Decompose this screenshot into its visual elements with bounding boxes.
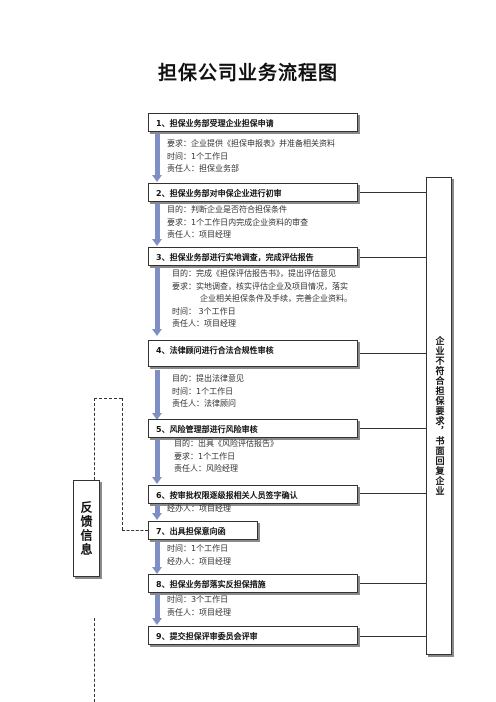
feedback-text: 反馈信息 [79, 500, 93, 557]
feedback-loop-line [122, 398, 123, 530]
connector-step2-right [360, 192, 426, 193]
flow-arrow-8 [152, 595, 162, 625]
step-5-box: 5、风险管理部进行风险审核 [148, 419, 358, 438]
step-5-detail: 要求：1个工作日 [174, 451, 236, 461]
flow-arrow-2 [152, 204, 162, 246]
step-3-detail: 时间： 3个工作日 [172, 306, 236, 316]
connector-step3-right [360, 257, 426, 258]
page-title: 担保公司业务流程图 [157, 62, 338, 84]
step-2-box: 2、担保业务部对申保企业进行初审 [148, 183, 358, 202]
rejection-text: 企业不符合担保要求，书面回复企业 [433, 336, 444, 496]
step-6-detail: 经办人：项目经理 [167, 504, 231, 513]
feedback-top-drop [94, 398, 95, 480]
step-7-detail: 经办人：项目经理 [167, 556, 231, 566]
flow-arrow-7 [152, 542, 162, 574]
step-1-details: 要求：企业提供《担保申报表》并准备相关资料 时间：1个工作日 责任人：担保业务部 [167, 138, 335, 176]
step-9-box: 9、提交担保评审委员会评审 [148, 626, 358, 645]
step-1-detail: 时间：1个工作日 [167, 151, 229, 161]
step-7-box: 7、出具担保意向函 [148, 521, 258, 540]
step-1-box: 1、担保业务部受理企业担保申请 [148, 113, 358, 132]
step-2-detail: 要求：1个工作日内完成企业资料的审查 [167, 217, 309, 227]
step-6-details: 经办人：项目经理 [167, 503, 231, 516]
step-8-detail: 责任人：项目经理 [167, 607, 231, 617]
step-3-detail: 要求：实地调查，核实评估企业及项目情况，落实 [172, 281, 348, 291]
step-1-detail: 要求：企业提供《担保申报表》并准备相关资料 [167, 139, 335, 148]
connector-step6-right [360, 493, 426, 494]
step-5-details: 目的：出具《风险评估报告》 要求：1个工作日 责任人：风险经理 [174, 438, 278, 476]
step-4-details: 目的：提出法律意见 时间：1个工作日 责任人：法律顾问 [172, 373, 244, 411]
step-7-detail: 时间：1个工作日 [167, 544, 229, 553]
step-8-box: 8、担保业务部落实反担保措施 [148, 574, 358, 593]
connector-step9-right [360, 636, 426, 637]
flow-arrow-3 [152, 268, 162, 336]
flow-arrow-6 [152, 506, 162, 520]
connector-step5-right [360, 428, 426, 429]
feedback-top-line [94, 398, 122, 399]
feedback-box: 反馈信息 [73, 480, 100, 577]
connector-step4-right [360, 353, 426, 354]
step-7-details: 时间：1个工作日 经办人：项目经理 [167, 543, 231, 568]
flow-arrow-5 [152, 440, 162, 484]
step-4-detail: 目的：提出法律意见 [172, 374, 244, 383]
step-3-detail: 目的：完成《担保评估报告书》，提出评估意见 [172, 269, 336, 278]
step-4-detail: 责任人：法律顾问 [172, 399, 236, 408]
connector-step8-right [360, 583, 426, 584]
step-3-detail: 企业相关担保条件及手续，完善企业资料。 [200, 294, 352, 303]
step-3-details: 目的：完成《担保评估报告书》，提出评估意见 要求：实地调查，核实评估企业及项目情… [172, 268, 352, 331]
step-3-box: 3、担保业务部进行实地调查，完成评估报告 [148, 247, 358, 266]
flow-arrow-1 [152, 134, 162, 182]
feedback-vertical-line [94, 618, 95, 702]
step-5-detail: 目的：出具《风险评估报告》 [174, 439, 278, 448]
step-4-detail: 时间：1个工作日 [172, 386, 234, 396]
flow-arrow-4 [152, 370, 162, 420]
feedback-to-step7 [122, 530, 148, 531]
step-6-box: 6、按审批权限逐级报相关人员签字确认 [148, 485, 358, 504]
step-8-detail: 时间：3个工作日 [167, 595, 229, 604]
rejection-box: 企业不符合担保要求，书面回复企业 [426, 177, 452, 655]
step-2-detail: 目的：判断企业是否符合担保条件 [167, 205, 287, 214]
step-1-detail: 责任人：担保业务部 [167, 164, 239, 173]
step-5-detail: 责任人：风险经理 [174, 464, 238, 473]
step-4-box: 4、法律顾问进行合法合规性审核 [148, 340, 358, 367]
step-3-detail: 责任人：项目经理 [172, 319, 236, 328]
step-2-detail: 责任人：项目经理 [167, 230, 231, 239]
step-2-details: 目的：判断企业是否符合担保条件 要求：1个工作日内完成企业资料的审查 责任人：项… [167, 204, 308, 242]
step-8-details: 时间：3个工作日 责任人：项目经理 [167, 594, 231, 619]
